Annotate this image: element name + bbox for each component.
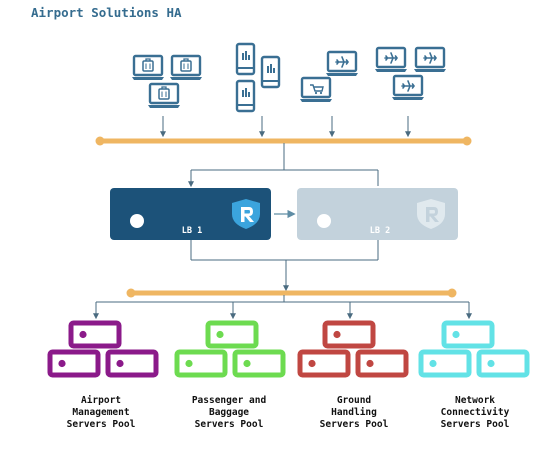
server-icon: [71, 323, 119, 346]
client-group-baggage: [130, 54, 204, 110]
lb-to-bus-connectors: [190, 240, 379, 292]
client-group-plane-cart: [298, 50, 360, 104]
rocket-logo-icon: [232, 199, 260, 229]
load-balancer-lb1: LB 1: [110, 188, 271, 240]
client-network-bus: [95, 136, 472, 146]
lb1-label: LB 1: [182, 226, 202, 236]
bus-to-pool-connectors: [93, 295, 472, 320]
laptop-plane-icon: [390, 74, 426, 102]
client-arrows: [160, 116, 411, 138]
server-icon: [50, 352, 98, 375]
server-icon: [444, 323, 492, 346]
server-icon: [177, 352, 225, 375]
mobile-phone-icon: [260, 55, 281, 89]
server-network-bus: [126, 288, 457, 298]
lb2-status-light: [317, 214, 331, 228]
mobile-phone-icon: [235, 42, 256, 76]
server-icon: [358, 352, 406, 375]
server-icon: [208, 323, 256, 346]
server-pool-passenger-baggage: [177, 323, 283, 375]
pool-label-network-connectivity: Network Connectivity Servers Pool: [440, 395, 510, 430]
laptop-plane-icon: [373, 46, 409, 74]
lb2-label: LB 2: [370, 226, 390, 236]
server-pool-airport-management: [50, 323, 156, 375]
server-icon: [325, 323, 373, 346]
server-icon: [479, 352, 527, 375]
server-icon: [108, 352, 156, 375]
diagram-title: Airport Solutions HA: [31, 5, 182, 20]
server-pool-network-connectivity: [421, 323, 527, 375]
client-group-phones: [235, 42, 281, 113]
laptop-baggage-icon: [146, 82, 182, 110]
server-pool-ground-handling: [300, 323, 406, 375]
laptop-baggage-icon: [168, 54, 204, 82]
pool-label-airport-management: Airport Management Servers Pool: [66, 395, 136, 430]
load-balancer-lb2: LB 2: [297, 188, 458, 240]
rocket-logo-icon: [417, 199, 445, 229]
pool-label-ground-handling: Ground Handling Servers Pool: [319, 395, 389, 430]
lb1-status-light: [130, 214, 144, 228]
server-icon: [421, 352, 469, 375]
laptop-plane-icon: [324, 50, 360, 78]
mobile-phone-icon: [235, 79, 256, 113]
bus-to-lb-connectors: [188, 143, 379, 188]
laptop-cart-icon: [298, 76, 334, 104]
server-icon: [235, 352, 283, 375]
client-group-planes: [373, 46, 448, 102]
laptop-baggage-icon: [130, 54, 166, 82]
pool-label-passenger-baggage: Passenger and Baggage Servers Pool: [191, 395, 267, 430]
laptop-plane-icon: [412, 46, 448, 74]
server-icon: [300, 352, 348, 375]
